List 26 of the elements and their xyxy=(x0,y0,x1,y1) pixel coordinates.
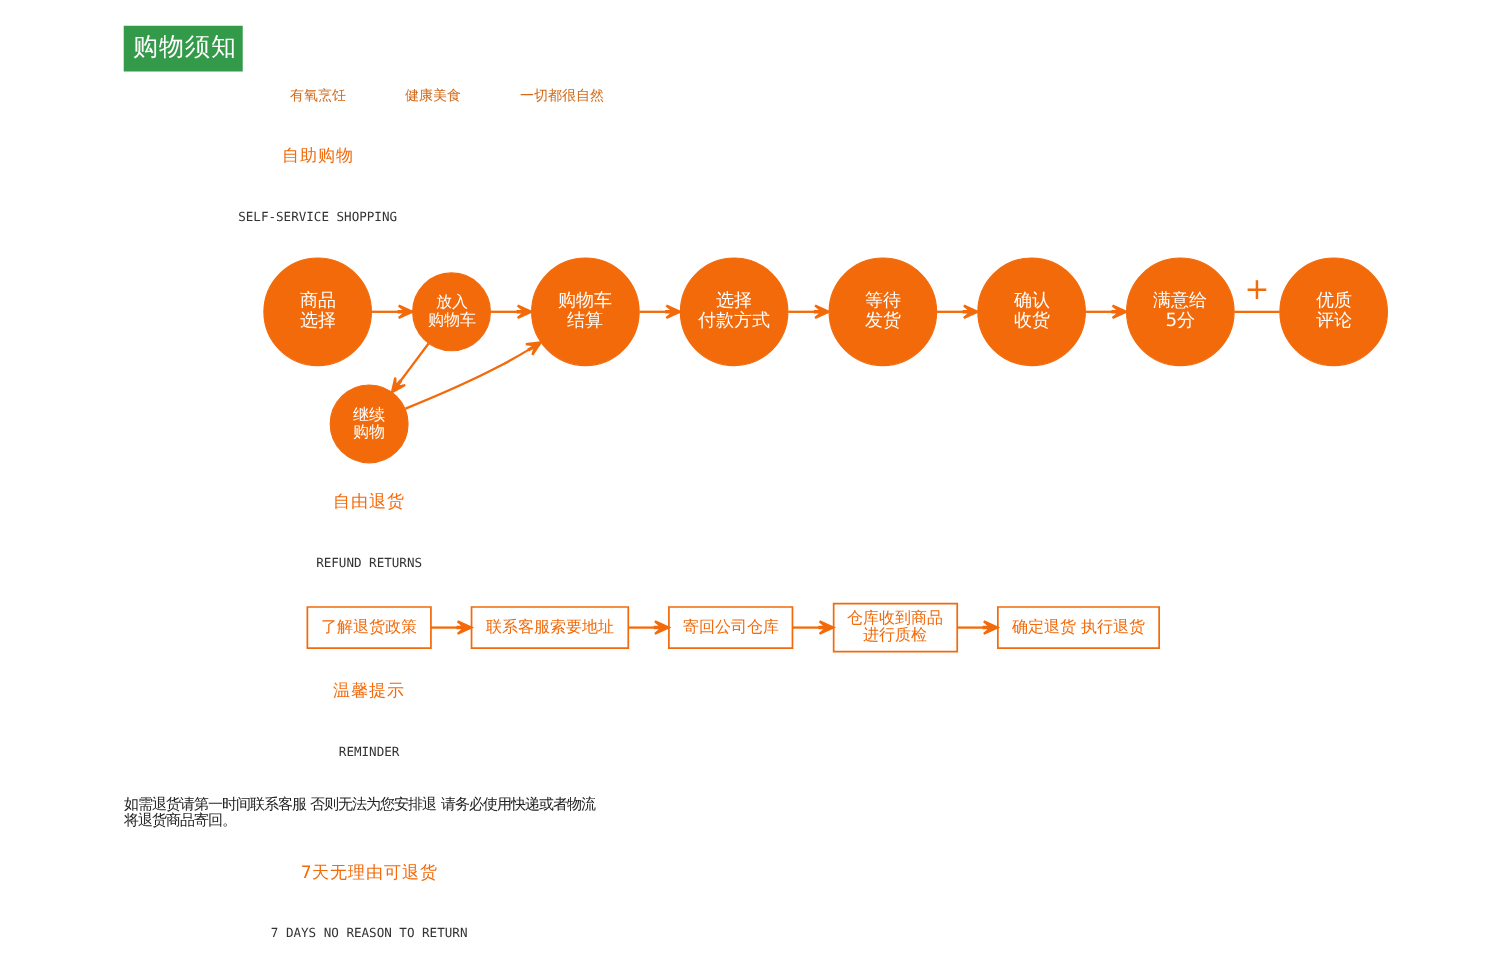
node-circle: 购物车结算 xyxy=(530,257,639,367)
arrow xyxy=(627,620,669,635)
connector xyxy=(1233,310,1279,313)
arrow xyxy=(404,341,541,410)
arrow xyxy=(389,342,429,394)
arrow xyxy=(638,304,681,320)
node-circle: 满意给5分 xyxy=(1125,257,1234,367)
arrow xyxy=(489,304,532,320)
label: 自助购物 xyxy=(280,147,353,168)
arrow xyxy=(429,620,472,635)
label: 温馨提示 xyxy=(332,681,405,702)
arrow xyxy=(1084,304,1127,320)
edge-label: + xyxy=(1243,270,1269,307)
label: 自由退货 xyxy=(332,492,405,513)
arrow xyxy=(956,620,998,635)
node-circle: 确认收货 xyxy=(976,257,1085,367)
node-circle: 优质评论 xyxy=(1278,257,1387,367)
arrow xyxy=(370,304,413,320)
node-circle: 商品选择 xyxy=(262,257,371,367)
label: 7天无理由可退货 xyxy=(299,863,437,884)
node-circle: 等待发货 xyxy=(827,257,937,367)
arrow xyxy=(787,304,829,320)
diagram-title: 购物须知 xyxy=(131,31,236,62)
node-circle: 选择付款方式 xyxy=(678,257,788,367)
arrow xyxy=(791,620,834,635)
arrow xyxy=(935,304,978,320)
